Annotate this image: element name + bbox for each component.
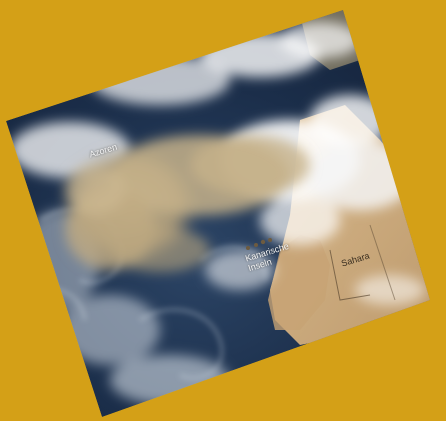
canary-islands (246, 238, 272, 250)
image-tile (6, 10, 430, 417)
dust-plume (60, 135, 310, 272)
